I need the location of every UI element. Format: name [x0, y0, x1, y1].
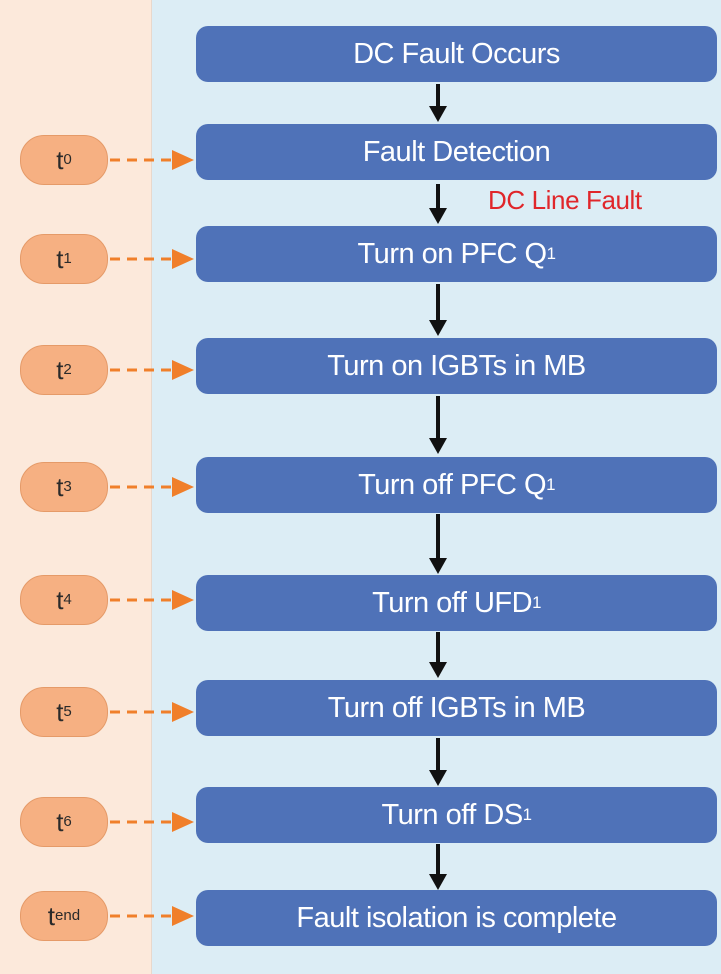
step-text: Turn off IGBTs in MB — [327, 691, 586, 724]
time-base: t — [47, 900, 56, 931]
step-text: Turn off UFD — [372, 586, 533, 619]
time-base: t — [56, 806, 64, 837]
step-text: Turn on PFC Q — [357, 237, 548, 270]
step-fault-detection: Fault Detection — [196, 124, 717, 180]
time-base: t — [56, 354, 64, 385]
step-text: Turn off DS — [381, 798, 523, 831]
time-base: t — [56, 696, 64, 727]
step-text: Turn off PFC Q — [358, 468, 547, 501]
time-base: t — [56, 144, 64, 175]
time-base: t — [56, 471, 64, 502]
time-base: t — [56, 243, 64, 274]
step-text: Fault isolation is complete — [296, 901, 617, 934]
step-dc-fault-occurs: DC Fault Occurs — [196, 26, 717, 82]
step-text: DC Fault Occurs — [353, 37, 560, 70]
step-fault-isolation-complete: Fault isolation is complete — [196, 890, 717, 946]
step-text: Turn on IGBTs in MB — [327, 349, 586, 382]
step-turn-off-igbts: Turn off IGBTs in MB — [196, 680, 717, 736]
step-text: Fault Detection — [362, 135, 551, 168]
dc-line-fault-annotation: DC Line Fault — [488, 185, 642, 215]
time-base: t — [56, 584, 64, 615]
step-turn-on-igbts: Turn on IGBTs in MB — [196, 338, 717, 394]
